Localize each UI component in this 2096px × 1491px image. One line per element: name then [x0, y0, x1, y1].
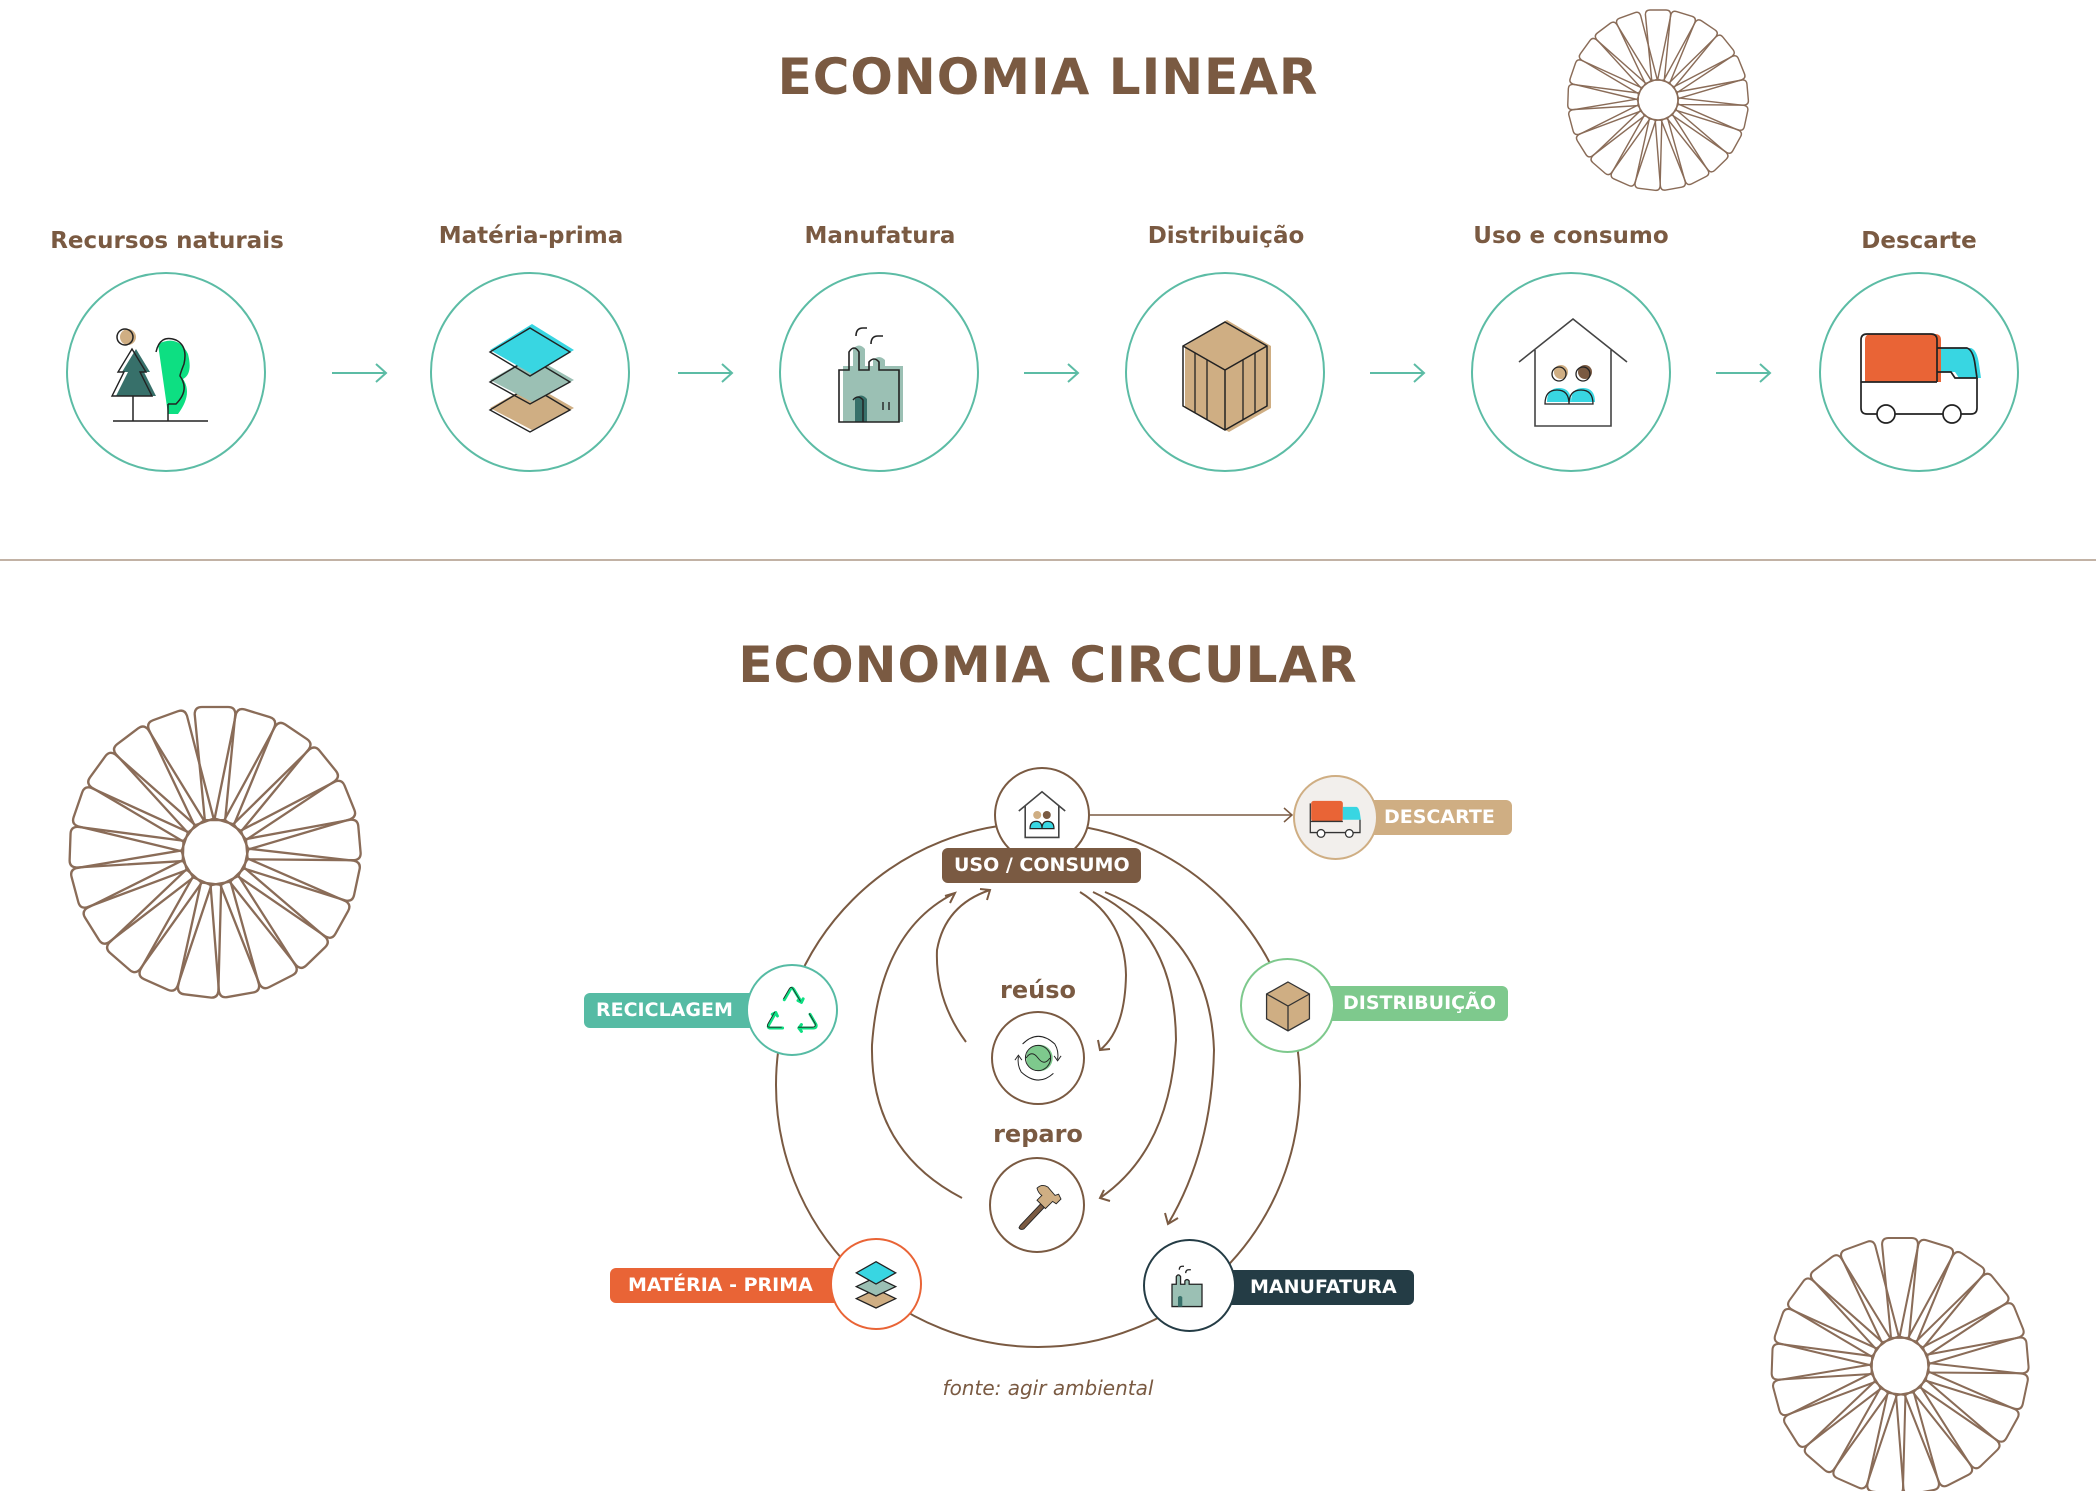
house-people-icon: [1518, 317, 1628, 427]
node-distribuicao: [1240, 958, 1335, 1053]
step-uso-consumo: [1471, 272, 1671, 472]
truck-icon: [1309, 800, 1361, 838]
layers-icon: [488, 324, 574, 433]
label-reuso: reúso: [1000, 976, 1076, 1004]
box-icon: [1265, 980, 1310, 1032]
badge-manufatura: MANUFATURA: [1220, 1270, 1414, 1305]
box-icon: [1182, 320, 1271, 432]
layers-icon: [854, 1260, 898, 1309]
step-label-materia: Matéria-prima: [438, 223, 624, 249]
step-label-descarte: Descarte: [1861, 228, 1977, 254]
recycle-icon: [766, 986, 818, 1033]
factory-icon: [838, 327, 903, 423]
source-caption: fonte: agir ambiental: [942, 1376, 1154, 1400]
arrow-right-icon: [1024, 363, 1080, 383]
circular-title: ECONOMIA CIRCULAR: [738, 636, 1358, 694]
sunburst-bottom-right-icon: [1771, 1238, 2029, 1491]
factory-icon: [1170, 1265, 1203, 1307]
label-reparo: reparo: [993, 1120, 1083, 1148]
node-descarte: [1293, 775, 1378, 860]
node-uso-consumo: [994, 767, 1090, 863]
badge-uso-consumo: USO / CONSUMO: [942, 848, 1141, 883]
arrow-right-icon: [1370, 363, 1426, 383]
section-divider: [0, 559, 2096, 561]
step-label-uso: Uso e consumo: [1473, 223, 1669, 249]
arrow-right-icon: [332, 363, 388, 383]
step-distribuicao: [1125, 272, 1325, 472]
arrow-right-icon: [1716, 363, 1772, 383]
step-descarte: [1819, 272, 2019, 472]
step-label-manufatura: Manufatura: [804, 223, 956, 249]
step-manufatura: [779, 272, 979, 472]
badge-materia-prima: MATÉRIA - PRIMA: [610, 1268, 840, 1303]
node-reuso: [991, 1011, 1085, 1105]
hammer-icon: [1018, 1185, 1062, 1230]
node-reciclagem: [746, 964, 838, 1056]
node-materia-prima: [830, 1238, 922, 1330]
arc-reuse-return: [935, 889, 991, 1043]
step-recursos-naturais: [66, 272, 266, 472]
step-label-distribuicao: Distribuição: [1147, 223, 1305, 249]
node-reparo: [989, 1157, 1085, 1253]
house-people-icon: [1018, 790, 1066, 839]
step-materia-prima: [430, 272, 630, 472]
badge-reciclagem: RECICLAGEM: [584, 993, 774, 1028]
truck-icon: [1860, 333, 1981, 424]
node-manufatura: [1143, 1239, 1236, 1332]
step-label-recursos: Recursos naturais: [50, 228, 284, 254]
arc-manufacture-out: [1104, 891, 1216, 1225]
arc-repair-return: [870, 892, 963, 1199]
arrow-right-icon: [678, 363, 734, 383]
reuse-cycle-icon: [1014, 1035, 1062, 1081]
linear-title: ECONOMIA LINEAR: [777, 48, 1319, 106]
arc-reuse-out: [1079, 891, 1128, 1051]
sunburst-left-icon: [69, 707, 361, 998]
arc-repair-out: [1092, 891, 1178, 1199]
trees-icon: [110, 328, 208, 422]
